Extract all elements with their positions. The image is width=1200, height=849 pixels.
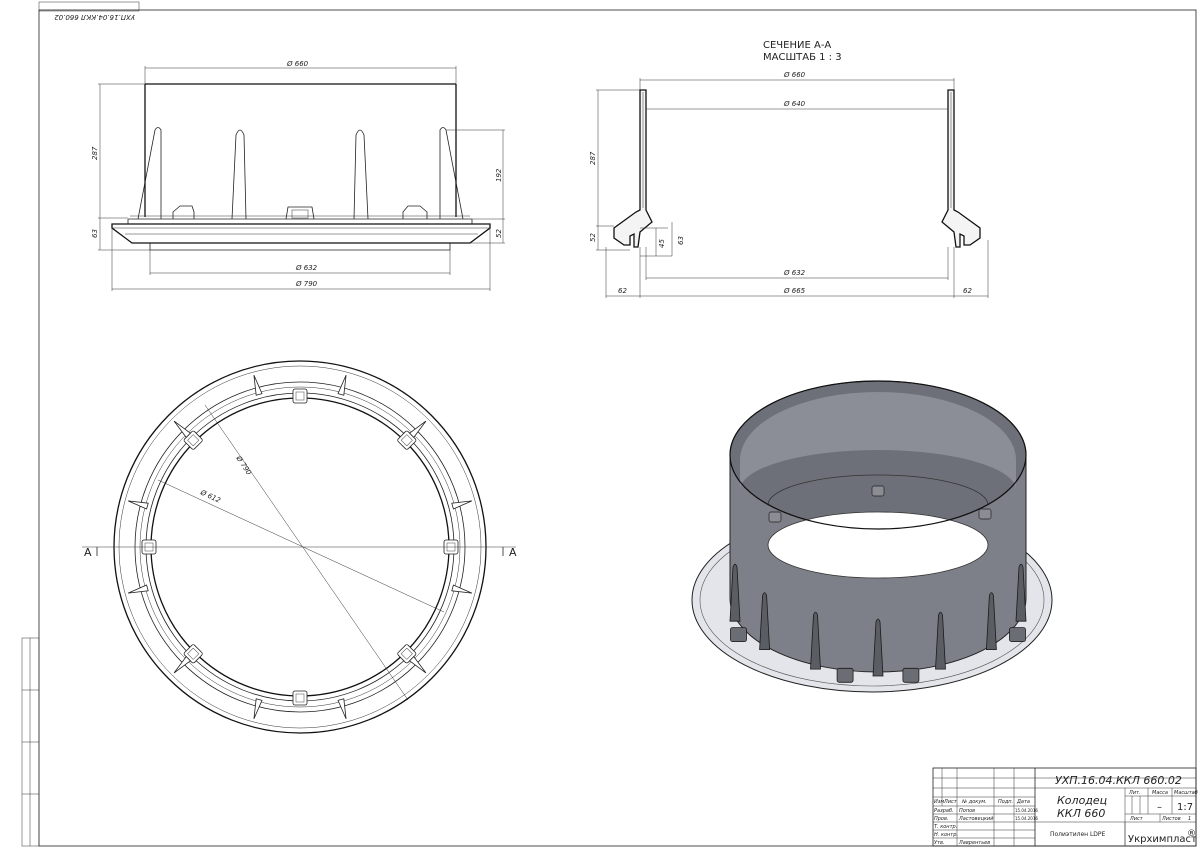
plan-rib bbox=[127, 584, 149, 594]
front-dia-660: Ø 660 bbox=[286, 60, 309, 68]
section-title: СЕЧЕНИЕ А-А bbox=[763, 40, 831, 51]
section-right-62: 62 bbox=[963, 287, 972, 295]
isometric-view bbox=[691, 380, 1053, 693]
plan-rib bbox=[451, 584, 473, 594]
iso-rib bbox=[935, 611, 946, 670]
row-name: Лаврентьев bbox=[958, 840, 990, 846]
plan-clip-inner bbox=[295, 391, 305, 401]
row-role: Н. контр. bbox=[934, 832, 958, 838]
section-dia-640: Ø 640 bbox=[783, 100, 806, 108]
title-name-line1: Колодец bbox=[1057, 794, 1107, 807]
title-block: УХП.16.04.ККЛ 660.02 Колодец ККЛ 660 Пол… bbox=[932, 767, 1198, 847]
row-date: 15.04.2016 bbox=[1015, 816, 1038, 821]
section-view: СЕЧЕНИЕ А-А МАСШТАБ 1 : 3 Ø 660 Ø 640 Ø … bbox=[589, 40, 989, 298]
iso-rib bbox=[729, 563, 741, 622]
section-dia-632: Ø 632 bbox=[783, 269, 806, 277]
section-marker-left: А bbox=[84, 546, 92, 559]
sheets-label: Листов bbox=[1161, 816, 1181, 822]
plan-clip-inner bbox=[295, 693, 305, 703]
section-height-287: 287 bbox=[589, 151, 597, 165]
iso-rib bbox=[810, 611, 821, 670]
row-role: Т. контр. bbox=[934, 824, 957, 830]
section-scale: МАСШТАБ 1 : 3 bbox=[763, 52, 842, 63]
header-doc: № докум. bbox=[961, 799, 987, 805]
iso-inner-clip bbox=[768, 511, 782, 523]
plan-rib bbox=[173, 655, 192, 674]
plan-clip bbox=[292, 690, 308, 706]
scale-label: Масштаб bbox=[1174, 790, 1198, 796]
row-name: Ластовецкий bbox=[958, 816, 994, 822]
title-material: Полиэтилен LDPE bbox=[1050, 831, 1106, 838]
plan-rib bbox=[408, 420, 427, 439]
plan-clip-inner bbox=[187, 434, 200, 447]
plan-rib bbox=[253, 698, 263, 720]
front-height-52: 52 bbox=[495, 229, 503, 238]
plan-rib bbox=[337, 374, 347, 396]
row-role: Утв. bbox=[934, 840, 945, 846]
section-dia-660: Ø 660 bbox=[783, 71, 806, 79]
iso-rib bbox=[1015, 563, 1027, 622]
registered-mark: ® bbox=[1187, 829, 1196, 839]
plan-dia-612: Ø 612 bbox=[198, 488, 222, 505]
section-height-63: 63 bbox=[677, 236, 685, 245]
plan-rib bbox=[408, 655, 427, 674]
mirrored-drawing-code: УХП.16.04.ККЛ 660.02 bbox=[54, 13, 135, 21]
section-height-45: 45 bbox=[658, 239, 666, 248]
front-dia-632: Ø 632 bbox=[295, 264, 318, 272]
front-height-287: 287 bbox=[91, 146, 99, 160]
sheet-label: Лист bbox=[1129, 816, 1144, 822]
plan-rib bbox=[127, 500, 149, 510]
isometric-features bbox=[729, 485, 1027, 683]
header-sign: Подп. bbox=[998, 799, 1013, 805]
plan-view: А А Ø 790 Ø 612 bbox=[82, 360, 517, 734]
iso-rib bbox=[872, 618, 884, 677]
lit-label: Лит. bbox=[1128, 790, 1141, 796]
plan-clip-inner bbox=[400, 434, 413, 447]
plan-rib bbox=[337, 698, 347, 720]
front-view: Ø 660 Ø 632 Ø 790 287 63 192 52 bbox=[91, 60, 505, 291]
plan-view-features bbox=[127, 374, 473, 720]
iso-inner-clip bbox=[978, 508, 992, 520]
plan-clip-inner bbox=[400, 647, 413, 660]
drawing-frame: УХП.16.04.ККЛ 660.02 bbox=[21, 1, 1197, 847]
front-height-63: 63 bbox=[91, 229, 99, 238]
plan-dia-790: Ø 790 bbox=[234, 454, 253, 477]
sheets-value: 1 bbox=[1188, 816, 1191, 822]
row-date: 15.04.2016 bbox=[1015, 808, 1038, 813]
section-left-62: 62 bbox=[618, 287, 627, 295]
iso-clip bbox=[730, 627, 747, 642]
section-height-52: 52 bbox=[589, 233, 597, 242]
header-izm: Изм bbox=[934, 799, 944, 805]
iso-rib bbox=[759, 592, 771, 650]
mass-label: Масса bbox=[1152, 790, 1168, 796]
mass-value: – bbox=[1157, 802, 1162, 813]
iso-clip bbox=[836, 667, 854, 683]
row-role: Пров. bbox=[934, 816, 949, 822]
front-height-192: 192 bbox=[495, 168, 503, 182]
plan-rib bbox=[253, 374, 263, 396]
plan-rib bbox=[173, 420, 192, 439]
iso-clip bbox=[902, 667, 920, 683]
title-drawing-code: УХП.16.04.ККЛ 660.02 bbox=[1055, 774, 1182, 787]
title-name-line2: ККЛ 660 bbox=[1057, 807, 1105, 820]
section-marker-right: А bbox=[509, 546, 517, 559]
iso-inner-clip bbox=[871, 485, 885, 497]
scale-value: 1:7 bbox=[1177, 802, 1193, 813]
iso-rib bbox=[985, 592, 997, 650]
header-list: Лист bbox=[943, 799, 958, 805]
row-name: Попов bbox=[959, 808, 975, 814]
section-dia-665: Ø 665 bbox=[783, 287, 806, 295]
row-role: Разраб. bbox=[934, 808, 954, 814]
plan-clip bbox=[292, 388, 308, 404]
header-date: Дата bbox=[1016, 799, 1030, 805]
iso-clip bbox=[1009, 627, 1026, 642]
plan-rib bbox=[451, 500, 473, 510]
front-dia-790: Ø 790 bbox=[295, 280, 318, 288]
title-company: Укрхимпласт bbox=[1128, 834, 1197, 845]
plan-clip-inner bbox=[187, 647, 200, 660]
